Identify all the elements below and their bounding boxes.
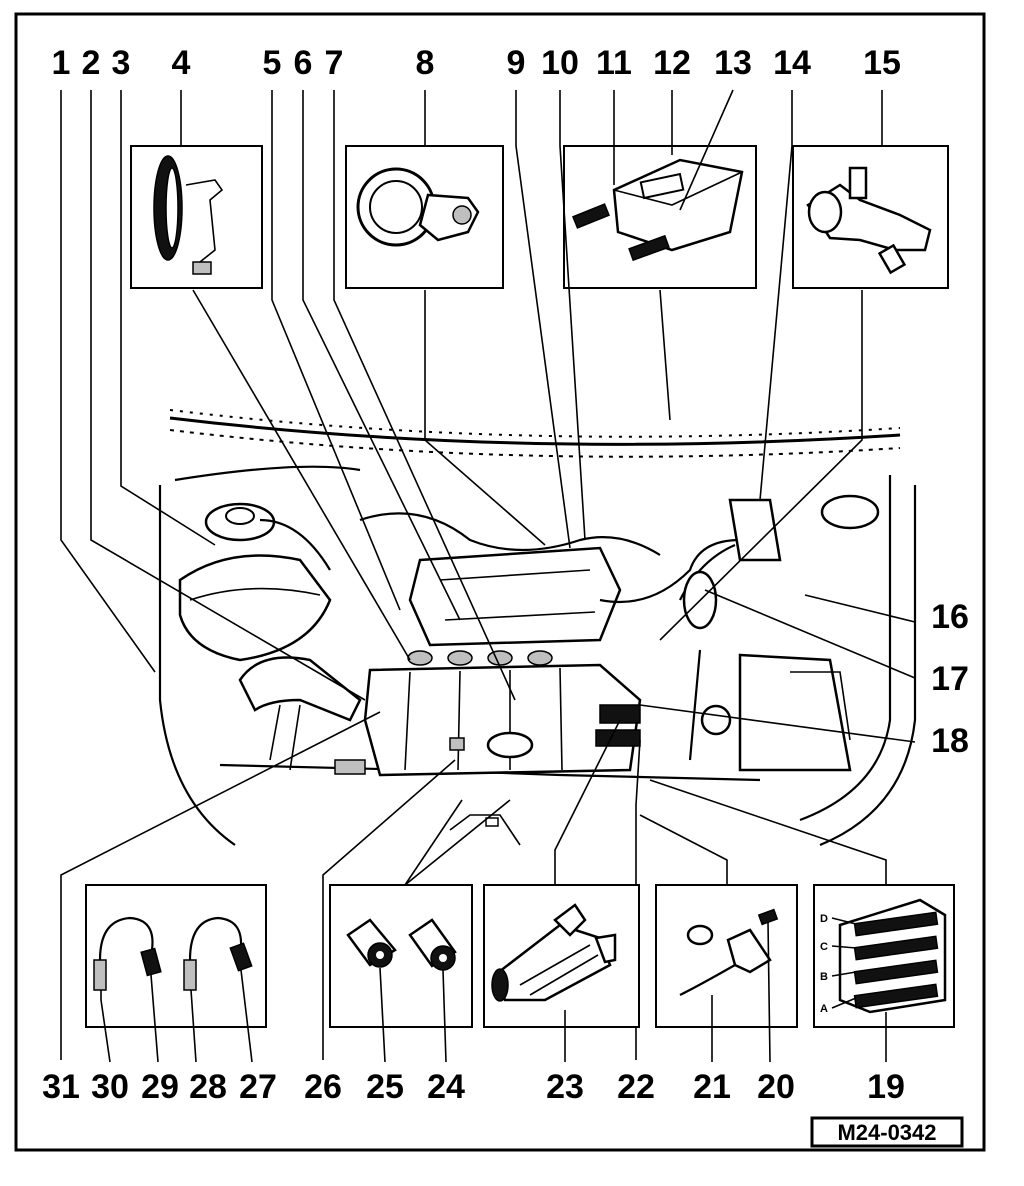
callout-7: 7 xyxy=(325,44,344,82)
callout-11: 11 xyxy=(596,44,632,82)
callout-9: 9 xyxy=(507,44,526,82)
engine-bay-illustration xyxy=(158,409,917,847)
callout-30: 30 xyxy=(91,1068,129,1106)
callout-2: 2 xyxy=(82,44,101,82)
callout-13: 13 xyxy=(714,44,752,82)
pin-label-d: D xyxy=(820,913,828,925)
pin-label-a: A xyxy=(820,1003,828,1015)
callout-5: 5 xyxy=(263,44,282,82)
callout-12: 12 xyxy=(653,44,691,82)
callout-20: 20 xyxy=(757,1068,795,1106)
detail-box-ecu xyxy=(563,145,757,289)
callout-1: 1 xyxy=(52,44,71,82)
callout-15: 15 xyxy=(863,44,901,82)
callout-24: 24 xyxy=(427,1068,465,1106)
outer-frame xyxy=(14,12,986,1152)
callout-16: 16 xyxy=(931,598,969,636)
callout-23: 23 xyxy=(546,1068,584,1106)
callout-27: 27 xyxy=(239,1068,277,1106)
callout-28: 28 xyxy=(189,1068,227,1106)
detail-box-20-21 xyxy=(655,884,798,1063)
top-callout-row: 1 2 3 4 5 6 7 8 9 10 11 12 13 14 15 xyxy=(52,44,901,82)
callout-17: 17 xyxy=(931,660,969,698)
reference-code-box: M24-0342 xyxy=(810,1116,964,1148)
detail-box-19: D C B A xyxy=(813,884,955,1062)
callout-22: 22 xyxy=(617,1068,655,1106)
callout-26: 26 xyxy=(304,1068,342,1106)
detail-box-sensors xyxy=(85,884,267,1063)
detail-box-23 xyxy=(483,884,640,1062)
reference-code: M24-0342 xyxy=(837,1120,936,1145)
callout-10: 10 xyxy=(541,44,579,82)
callout-31: 31 xyxy=(42,1068,80,1106)
detail-box-temp-sensors xyxy=(329,884,473,1063)
callout-4: 4 xyxy=(172,44,191,82)
detail-box-8 xyxy=(345,145,504,289)
callout-6: 6 xyxy=(294,44,313,82)
callout-29: 29 xyxy=(141,1068,179,1106)
callout-8: 8 xyxy=(416,44,435,82)
callout-14: 14 xyxy=(773,44,811,82)
callout-19: 19 xyxy=(867,1068,905,1106)
bottom-callout-row: 31 30 29 28 27 26 25 24 23 22 21 20 19 xyxy=(42,1068,905,1106)
pin-label-b: B xyxy=(820,971,828,983)
pin-label-c: C xyxy=(820,941,828,953)
callout-3: 3 xyxy=(112,44,131,82)
callout-25: 25 xyxy=(366,1068,404,1106)
detail-box-15 xyxy=(792,145,949,289)
right-callout-column: 16 17 18 xyxy=(931,598,969,760)
callout-18: 18 xyxy=(931,722,969,760)
detail-box-4 xyxy=(130,145,263,289)
callout-21: 21 xyxy=(693,1068,731,1106)
